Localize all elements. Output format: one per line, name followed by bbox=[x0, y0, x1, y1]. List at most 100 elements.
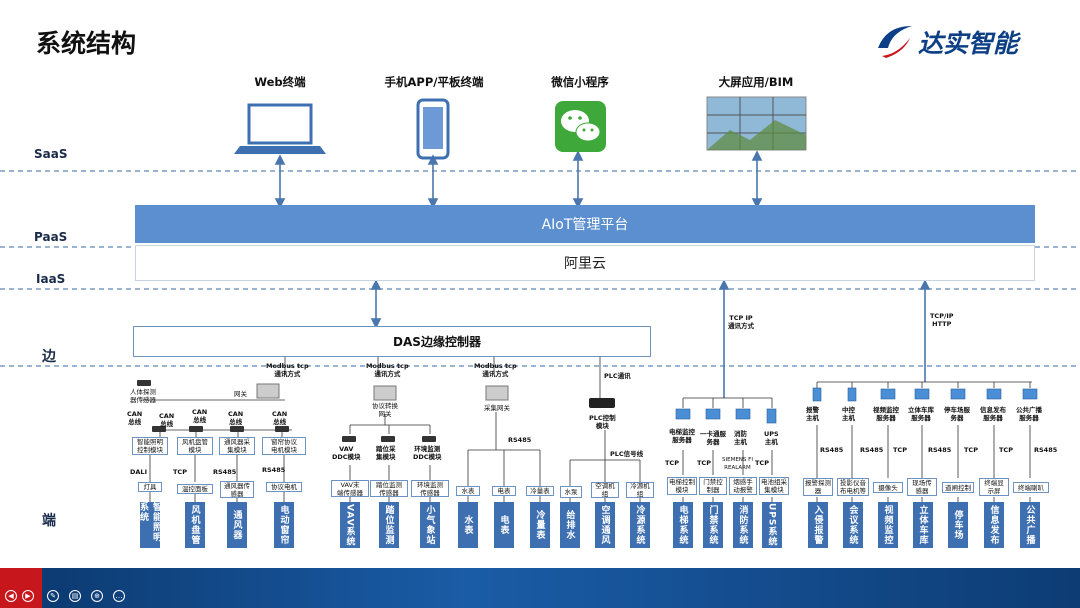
aiot-platform: AIoT管理平台 bbox=[135, 205, 1035, 243]
server-elevator: 电梯监控 服务器 bbox=[669, 428, 695, 444]
can-device-icon bbox=[230, 426, 244, 432]
footer-bar bbox=[0, 568, 1080, 608]
layer-saas: SaaS bbox=[34, 147, 68, 161]
terminal-app-label: 手机APP/平板终端 bbox=[384, 75, 484, 89]
ddc-icon bbox=[342, 436, 356, 442]
collector-gateway-icon bbox=[485, 385, 509, 401]
system-bar: 空调通风 bbox=[595, 502, 615, 548]
can-device-icon bbox=[189, 426, 203, 432]
system-bar: 冷源系统 bbox=[630, 502, 650, 548]
can-label: CAN 总线 bbox=[192, 408, 208, 424]
ddc-icon bbox=[422, 436, 436, 442]
device-speaker: 终端喇叭 bbox=[1013, 482, 1049, 493]
logo-text: 达实智能 bbox=[918, 29, 1019, 58]
system-bar: 电表 bbox=[494, 502, 514, 548]
system-bar: 立体车库 bbox=[913, 502, 933, 548]
protocol-gateway-icon bbox=[373, 385, 397, 401]
system-bar: 智能照明系统 bbox=[140, 502, 160, 548]
terminal-web-label: Web终端 bbox=[254, 75, 306, 89]
system-bar: 踏位监测 bbox=[379, 502, 399, 548]
device-camera: 摄像头 bbox=[873, 482, 903, 493]
protocol-rs485: RS485 bbox=[860, 446, 884, 454]
module-fan: 风机盘管 模块 bbox=[177, 437, 213, 455]
slides-icon[interactable]: ▤ bbox=[69, 590, 81, 602]
zoom-icon[interactable]: ⊕ bbox=[91, 590, 103, 602]
system-bar: 停车场 bbox=[948, 502, 968, 548]
module-vav: VAV DDC模块 bbox=[332, 445, 361, 461]
system-bar: 风机盘管 bbox=[185, 502, 205, 548]
system-bar: 会议系统 bbox=[843, 502, 863, 548]
protocol-tcp: TCP bbox=[173, 468, 187, 476]
can-device-icon bbox=[275, 426, 289, 432]
system-bar: 公共广播 bbox=[1020, 502, 1040, 548]
next-slide-icon[interactable]: ▶ bbox=[22, 590, 34, 602]
module-env: 环境监测 DDC模块 bbox=[413, 445, 442, 461]
protocol-tcp: TCP bbox=[697, 459, 711, 467]
protocol-rs485: RS485 bbox=[262, 466, 286, 474]
device-env-sensor: 环境监测 传感器 bbox=[411, 480, 449, 497]
pen-icon[interactable]: ✎ bbox=[47, 590, 59, 602]
system-bar: 电动窗帘 bbox=[274, 502, 294, 548]
monitor-icon bbox=[735, 408, 751, 420]
device-vav-sensor: VAV末 端传感器 bbox=[331, 480, 369, 497]
device-electric-meter: 电表 bbox=[492, 486, 516, 496]
device-projector: 投影仪音 布电机等 bbox=[837, 478, 869, 496]
logo-mark-icon bbox=[878, 26, 912, 58]
device-chiller: 冷源机 组 bbox=[626, 482, 654, 498]
laptop-icon bbox=[234, 103, 326, 154]
modbus-note-3: Modbus tcp 通讯方式 bbox=[474, 362, 517, 378]
system-bar: 入侵报警 bbox=[808, 502, 828, 548]
collector-gateway-label: 采集网关 bbox=[484, 404, 510, 412]
gateway-icon bbox=[256, 383, 280, 399]
prev-slide-icon[interactable]: ◀ bbox=[5, 590, 17, 602]
module-position: 踏位采 集模块 bbox=[376, 445, 396, 461]
device-water-meter: 水表 bbox=[456, 486, 480, 496]
device-cold-meter: 冷量表 bbox=[526, 486, 554, 496]
server-garage: 立体车库 服务器 bbox=[908, 406, 934, 422]
system-bar: 消防系统 bbox=[733, 502, 753, 548]
protocol-tcp: TCP bbox=[755, 459, 769, 467]
server-ups: UPS 主机 bbox=[764, 430, 779, 446]
monitor-icon bbox=[950, 388, 966, 400]
protocol-gateway-label: 协议转换 网关 bbox=[372, 402, 398, 418]
system-bar: UPS系统 bbox=[762, 502, 782, 548]
module-lighting: 智能照明 控制模块 bbox=[132, 437, 168, 455]
company-logo: 达实智能 bbox=[872, 18, 1042, 62]
device-alarm-detector: 报警探测 器 bbox=[803, 478, 833, 496]
siemens-label: SIEMENS FI REALARM bbox=[722, 457, 753, 471]
layer-iaas: IaaS bbox=[36, 272, 66, 286]
terminal-bigscreen-label: 大屏应用/BIM bbox=[718, 75, 794, 89]
ddc-icon bbox=[381, 436, 395, 442]
sensor-label: 人体探测 器传感器 bbox=[130, 388, 156, 404]
sensor-icon bbox=[137, 380, 151, 386]
system-bar: 冷量表 bbox=[530, 502, 550, 548]
device-motor: 协议电机 bbox=[266, 482, 302, 492]
more-icon[interactable]: … bbox=[113, 590, 125, 602]
device-pos-sensor: 踏位监测 传感器 bbox=[370, 480, 408, 497]
monitor-icon bbox=[880, 388, 896, 400]
plc-note: PLC通讯 bbox=[604, 372, 631, 380]
can-label: CAN 总线 bbox=[272, 410, 288, 426]
page-title: 系统结构 bbox=[36, 29, 137, 58]
system-bar: 门禁系统 bbox=[703, 502, 723, 548]
system-bar: 水表 bbox=[458, 502, 478, 548]
monitor-icon bbox=[914, 388, 930, 400]
device-barrier: 道闸控制 bbox=[942, 482, 974, 493]
protocol-rs485: RS485 bbox=[508, 436, 532, 444]
tcpip-note: TCP IP 通讯方式 bbox=[728, 314, 754, 330]
tcpip-http-note: TCP/IP HTTP bbox=[930, 312, 954, 328]
video-wall-icon bbox=[706, 96, 807, 151]
protocol-tcp: TCP bbox=[964, 446, 978, 454]
can-label: CAN 总线 bbox=[228, 410, 244, 426]
layer-end: 端 bbox=[42, 513, 56, 529]
device-screen: 终端显 示屏 bbox=[979, 478, 1009, 496]
device-door: 门禁控 制器 bbox=[699, 477, 727, 495]
device-battery: 电池组采 集模块 bbox=[759, 477, 789, 495]
server-parking: 停车场服 务器 bbox=[944, 406, 970, 422]
device-ac-unit: 空调机 组 bbox=[591, 482, 619, 498]
monitor-icon bbox=[705, 408, 721, 420]
modbus-note-2: Modbus tcp 通讯方式 bbox=[366, 362, 409, 378]
plc-module-label: PLC控制 模块 bbox=[589, 414, 616, 430]
protocol-tcp: TCP bbox=[893, 446, 907, 454]
can-label: CAN 总线 bbox=[159, 412, 175, 428]
